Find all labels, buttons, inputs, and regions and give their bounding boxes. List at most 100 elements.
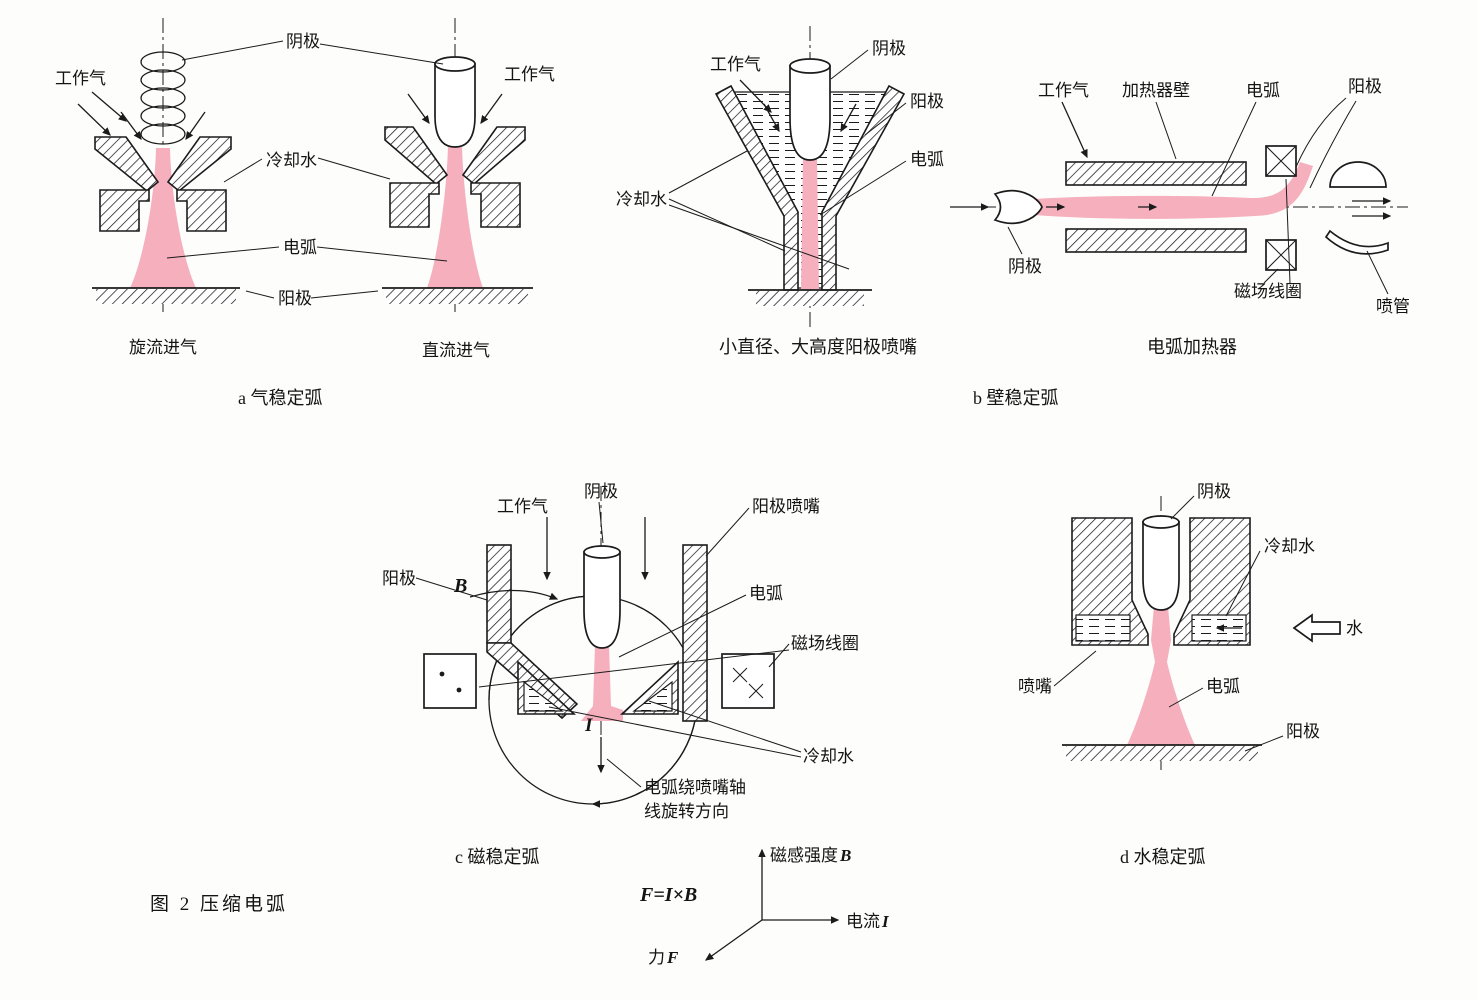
left-wall bbox=[486, 544, 512, 644]
arc-heater-caption: 电弧加热器 bbox=[1147, 337, 1237, 357]
coil-cross-icon bbox=[732, 667, 764, 699]
label-arc: 电弧 bbox=[910, 150, 944, 169]
leader-lines bbox=[668, 49, 907, 270]
nozzle-walls bbox=[384, 126, 526, 228]
cathode-top bbox=[434, 56, 476, 72]
right-water-channel bbox=[632, 680, 673, 712]
label-anode-nozzle: 阳极喷嘴 bbox=[752, 497, 820, 516]
water-inlet-arrow-icon bbox=[1292, 613, 1341, 643]
label-arc: 电弧 bbox=[1206, 677, 1240, 696]
anode-nozzle-torch: 工作气 阴极 阳极 电弧 冷却水 小直径、大高度阳极喷嘴 bbox=[616, 26, 944, 357]
arc-plume bbox=[1127, 606, 1195, 745]
label-anode: 阳极 bbox=[910, 92, 944, 111]
gas-flow-arrows bbox=[739, 79, 857, 133]
arc-plume bbox=[427, 145, 483, 288]
right-block bbox=[1173, 517, 1251, 646]
coil-dot-icon bbox=[456, 687, 462, 693]
label-cooling-water: 冷却水 bbox=[616, 190, 667, 209]
heater-wall-top bbox=[1065, 161, 1247, 186]
left-block bbox=[1071, 517, 1149, 646]
field-coil-boxes bbox=[423, 653, 775, 709]
label-cooling-water: 冷却水 bbox=[803, 747, 854, 766]
label-current-i: I bbox=[584, 715, 593, 736]
label-cathode: 阴极 bbox=[1197, 482, 1231, 501]
label-swirl-inlet: 旋流进气 bbox=[129, 338, 197, 357]
cathode-rod bbox=[789, 65, 831, 161]
straight-torch bbox=[382, 18, 533, 312]
panel-c: 工作气 阴极 阳极喷嘴 阳极 B 电弧 磁场线圈 I 冷却水 电弧绕喷嘴轴 线旋… bbox=[382, 482, 859, 867]
anode-ground bbox=[92, 287, 240, 304]
cathode-rod bbox=[1142, 521, 1180, 611]
label-cathode: 阴极 bbox=[286, 32, 320, 51]
panel-a: 工作气 阴极 工作气 冷却水 电弧 阳极 旋流进气 直流进气 a 气稳定弧 bbox=[55, 18, 555, 408]
label-anode: 阳极 bbox=[1348, 77, 1382, 96]
cathode-top bbox=[1142, 515, 1180, 529]
nozzle-body bbox=[1071, 517, 1251, 646]
gas-flow-arrows bbox=[77, 91, 503, 141]
cathode-top bbox=[583, 545, 621, 559]
nozzle-torch-caption: 小直径、大高度阳极喷嘴 bbox=[719, 337, 917, 357]
field-coil-boxes bbox=[1265, 145, 1297, 271]
cathode-rod bbox=[434, 63, 476, 148]
anode-nozzle-wall bbox=[682, 544, 708, 722]
leader-lines bbox=[1007, 97, 1389, 295]
cathode-top bbox=[789, 58, 831, 74]
arc-column bbox=[1034, 162, 1313, 219]
coil-dot-icon bbox=[439, 671, 445, 677]
figure-caption: 图 2 压缩电弧 bbox=[150, 893, 288, 915]
formula: F=I×B bbox=[639, 884, 697, 906]
label-cooling-water: 冷却水 bbox=[266, 151, 317, 170]
label-working-gas-right: 工作气 bbox=[504, 65, 555, 84]
exit-nozzle bbox=[1324, 161, 1389, 255]
label-working-gas: 工作气 bbox=[710, 55, 761, 74]
panel-d-caption: d 水稳定弧 bbox=[1120, 847, 1206, 867]
leader-lines bbox=[166, 40, 448, 299]
rotation-note-line2: 线旋转方向 bbox=[644, 802, 729, 821]
label-cathode: 阴极 bbox=[872, 39, 906, 58]
flow-arrows bbox=[469, 517, 649, 774]
label-arc: 电弧 bbox=[1246, 81, 1280, 100]
axes bbox=[704, 848, 840, 961]
rotation-note-line1: 电弧绕喷嘴轴 bbox=[644, 778, 746, 797]
heater-wall-bottom bbox=[1065, 228, 1247, 253]
arc-column bbox=[801, 158, 819, 290]
label-anode: 阳极 bbox=[278, 289, 312, 308]
panel-b-caption: b 壁稳定弧 bbox=[973, 388, 1059, 408]
label-working-gas-left: 工作气 bbox=[55, 69, 106, 88]
anode-ground bbox=[1062, 744, 1262, 761]
left-water-channel bbox=[1075, 614, 1131, 642]
label-arc: 电弧 bbox=[749, 584, 783, 603]
swirl-coil bbox=[140, 51, 186, 145]
label-nozzle: 喷嘴 bbox=[1018, 677, 1052, 696]
arc-heater: 工作气 加热器壁 电弧 阳极 阴极 磁场线圈 喷管 电弧加热器 bbox=[950, 77, 1410, 357]
leader-lines bbox=[415, 501, 802, 788]
label-anode: 阳极 bbox=[382, 569, 416, 588]
label-field-b: B bbox=[453, 575, 467, 597]
label-nozzle: 喷管 bbox=[1376, 297, 1410, 316]
cathode-tip bbox=[993, 189, 1043, 225]
panel-b: 工作气 阴极 阳极 电弧 冷却水 小直径、大高度阳极喷嘴 bbox=[616, 26, 1410, 408]
arc-plume bbox=[581, 645, 623, 721]
left-water-channel bbox=[523, 680, 564, 712]
label-heater-wall: 加热器壁 bbox=[1122, 81, 1190, 100]
leader-lines bbox=[1053, 495, 1284, 752]
base-flange bbox=[748, 289, 872, 306]
panel-a-caption: a 气稳定弧 bbox=[238, 388, 323, 408]
flow-arrows bbox=[950, 101, 1392, 220]
panel-d: 阴极 冷却水 水 喷嘴 电弧 阳极 d 水稳定弧 bbox=[1018, 482, 1363, 867]
swirl-torch bbox=[92, 18, 240, 312]
cathode-rod bbox=[583, 551, 621, 649]
anode-ground bbox=[382, 287, 533, 304]
label-water: 水 bbox=[1346, 619, 1363, 638]
label-working-gas: 工作气 bbox=[497, 497, 548, 516]
label-field-coil: 磁场线圈 bbox=[791, 634, 859, 653]
label-straight-inlet: 直流进气 bbox=[422, 341, 490, 360]
label-field-coil: 磁场线圈 bbox=[1234, 282, 1302, 301]
label-cathode: 阴极 bbox=[1008, 257, 1042, 276]
